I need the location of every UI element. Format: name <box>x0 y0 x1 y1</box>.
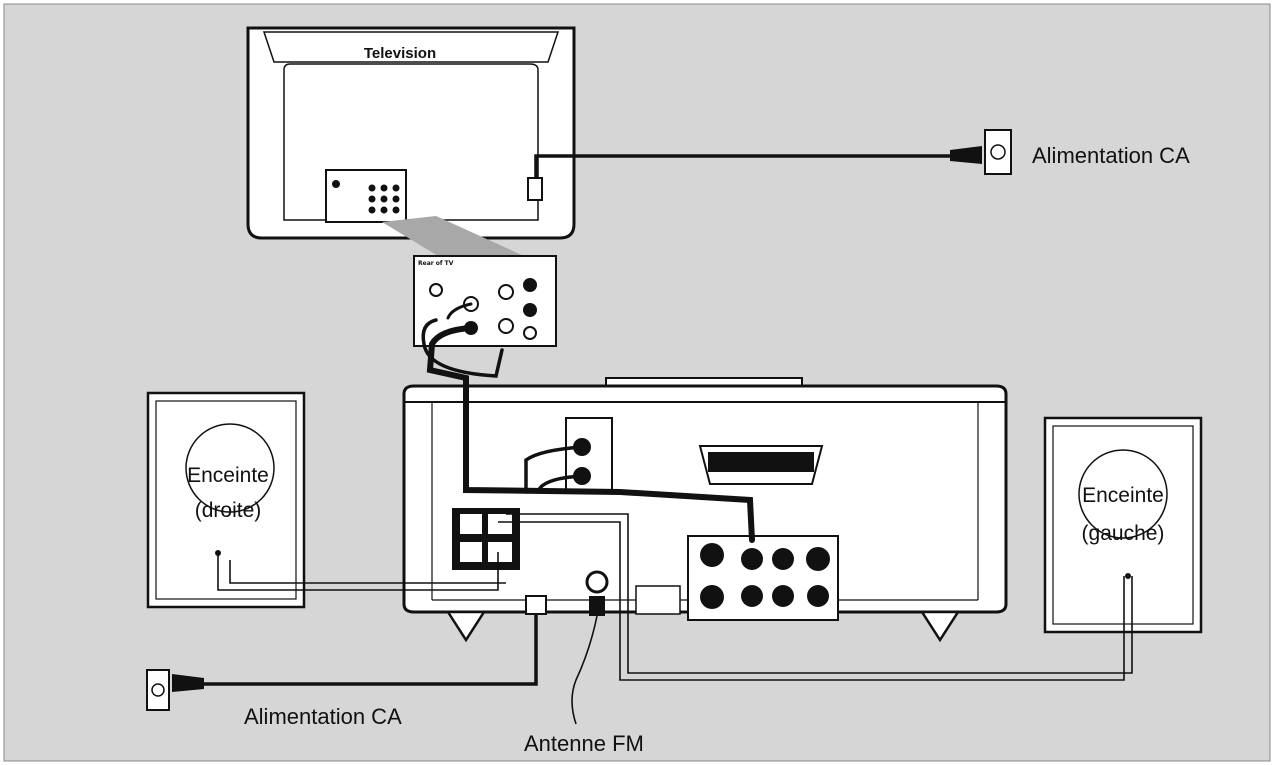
zoom-beam <box>382 216 524 262</box>
tv-connector-panel <box>325 169 407 223</box>
television-label: Television <box>364 45 436 62</box>
speaker-left-label-line2: (gauche) <box>1082 522 1165 545</box>
speaker-right-label-line2: (droite) <box>195 499 262 522</box>
rear-of-tv-label: Rear of TV <box>418 260 454 267</box>
ac-power-tv-label: Alimentation CA <box>1032 143 1190 168</box>
main-unit <box>402 377 1008 643</box>
fm-antenna-label: Antenne FM <box>524 731 644 756</box>
tv-power-cable <box>534 129 1012 178</box>
speaker-right-label-line1: Enceinte <box>187 464 269 487</box>
fm-antenna-wire <box>571 615 598 725</box>
unit-power-cable <box>146 614 538 711</box>
speaker-left-label-line1: Enceinte <box>1082 484 1164 507</box>
speaker-left <box>1043 416 1203 634</box>
wall-outlet-icon <box>146 669 170 711</box>
video-cable <box>421 302 755 543</box>
rear-of-tv-panel: Rear of TV <box>413 255 557 347</box>
ac-power-unit-label: Alimentation CA <box>244 704 402 729</box>
speaker-right <box>146 391 306 609</box>
speaker-wires <box>217 513 1133 681</box>
television: Television <box>246 26 576 240</box>
wall-outlet-icon <box>984 129 1012 175</box>
